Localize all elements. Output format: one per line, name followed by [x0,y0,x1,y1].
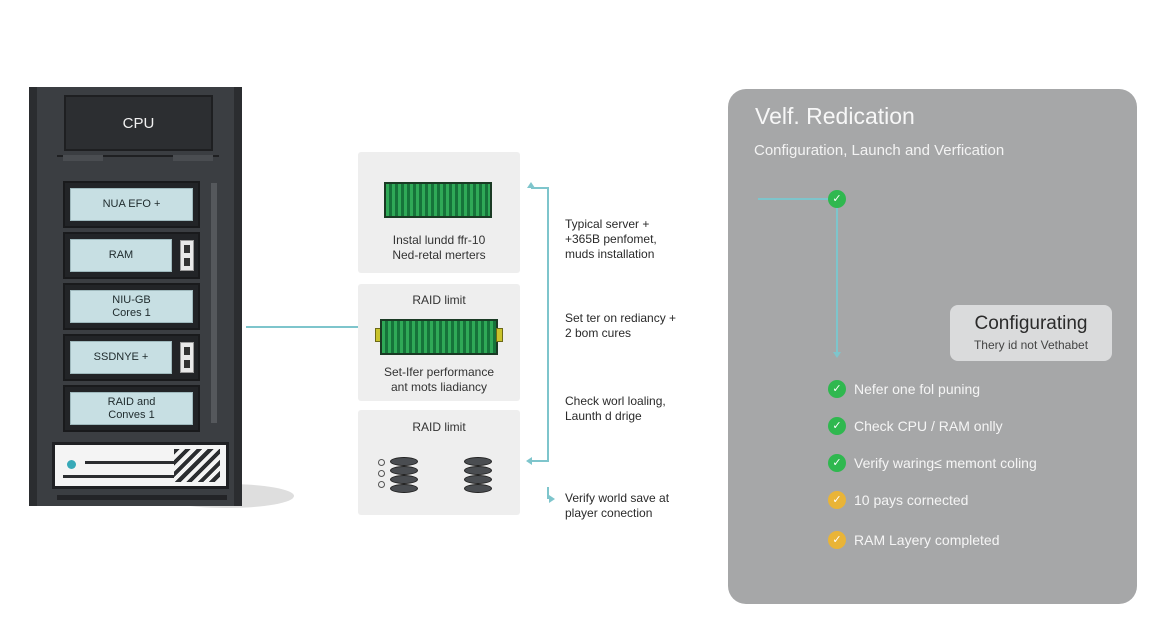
pending-check-icon: ✓ [828,491,846,509]
checklist-item: ✓ Check CPU / RAM onlly [828,416,1003,436]
slot-label: NUA EFO + [70,188,193,221]
port-icon [180,240,194,271]
cpu-label: CPU [122,115,155,132]
rack-slot: NIU-GB Cores 1 [63,283,200,330]
card-title: RAID limit [412,420,466,434]
bracket-line [531,187,547,189]
bracket-line [531,460,549,462]
connector-line [246,326,358,328]
checklist-item: ✓ Verify waring≤ memont coling [828,453,1037,473]
bracket-line [547,487,549,499]
card-caption: Instal lundd ffr-10 Ned-retal merters [392,233,486,262]
check-icon: ✓ [828,454,846,472]
rack-vent [57,155,219,161]
check-icon: ✓ [828,380,846,398]
step-card-install: Instal lundd ffr-10 Ned-retal merters [358,152,520,273]
verification-panel: Velf. Redication Configuration, Launch a… [728,89,1137,604]
checklist-label: 10 pays cornected [854,492,969,508]
check-icon: ✓ [828,417,846,435]
arrow-up-icon [527,182,535,188]
bracket-line [547,187,549,461]
slot-label: SSDNYE + [70,341,172,374]
disk-stack-icon [390,457,418,493]
step-note: Check worl loaling, Launth d drige [565,394,666,423]
step-card-raid: RAID limit Set-Ifer performance ant mots… [358,284,520,401]
disk-stack-icon [464,457,492,493]
status-detail: Thery id not Vethabet [973,338,1089,352]
arrow-left-icon [526,457,532,465]
panel-subtitle: Configuration, Launch and Verfication [754,142,1005,159]
step-note: Typical server + +365B penfomet, muds in… [565,217,657,261]
status-led-icon [67,460,76,469]
slot-label: RAM [70,239,172,272]
rack-slot: RAID and Conves 1 [63,385,200,432]
rack-slot: SSDNYE + [63,334,200,381]
checklist-item: ✓ RAM Layery completed [828,530,1000,550]
rack-slot: NUA EFO + [63,181,200,228]
card-caption: Set-Ifer performance ant mots liadiancy [383,365,495,394]
status-card: Configurating Thery id not Vethabet [950,305,1112,361]
drive-dots-icon [378,459,386,492]
psu-bar [85,461,185,464]
step-note: Verify world save at player conection [565,491,670,520]
cpu-panel: CPU [64,95,213,151]
checklist-label: RAM Layery completed [854,532,1000,548]
checklist-label: Check CPU / RAM onlly [854,418,1003,434]
rack-rail [211,183,217,423]
checklist-label: Verify waring≤ memont coling [854,455,1037,471]
card-title: RAID limit [412,293,466,307]
status-heading: Configurating [974,313,1088,334]
psu-bar [63,475,185,478]
checklist-item: ✓ Nefer one fol puning [828,379,980,399]
ram-notch-icon [496,328,503,342]
checklist-label: Nefer one fol puning [854,381,981,397]
arrow-down-icon [833,352,841,358]
check-icon: ✓ [828,190,846,208]
port-icon [180,342,194,373]
connector-line [836,207,838,352]
step-note: Set ter on rediancy + 2 bom cures [565,311,677,340]
rack-base [57,495,227,500]
step-card-storage: RAID limit [358,410,520,515]
panel-title: Velf. Redication [755,103,915,129]
ram-module-icon [384,182,492,218]
arrow-right-icon [549,495,555,503]
power-supply [52,442,229,489]
vent-stripes-icon [174,449,220,482]
slot-label: RAID and Conves 1 [70,392,193,425]
ram-module-icon [380,319,498,355]
pending-check-icon: ✓ [828,531,846,549]
checklist-item: ✓ 10 pays cornected [828,490,968,510]
rack-slot: RAM [63,232,200,279]
server-rack: CPU NUA EFO + RAM NIU-GB Cores 1 SSDNYE … [29,87,242,506]
slot-label: NIU-GB Cores 1 [70,290,193,323]
connector-line [758,198,830,200]
